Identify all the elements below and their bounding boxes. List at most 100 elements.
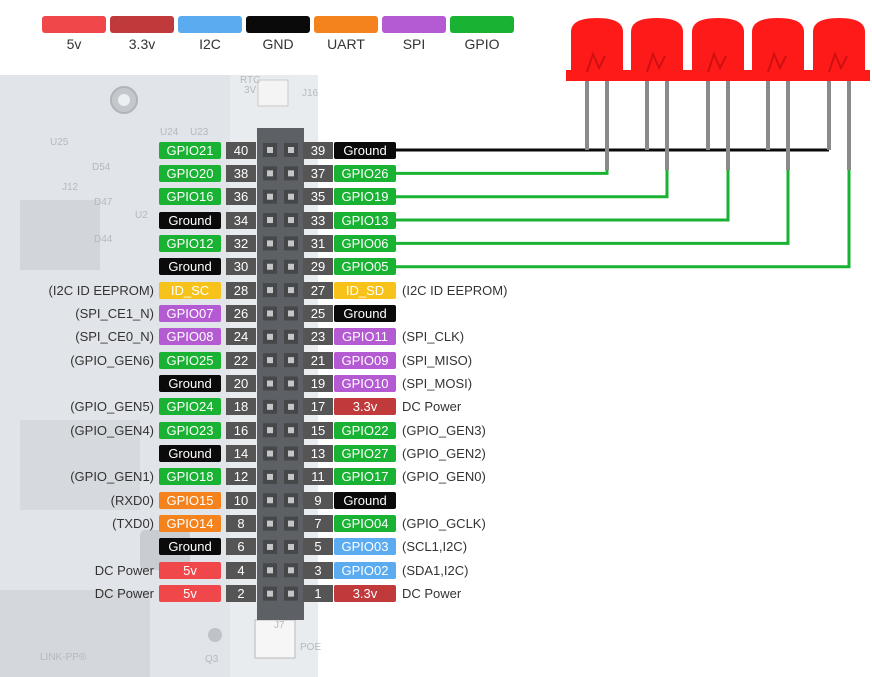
header-pin — [267, 287, 273, 294]
header-pin — [267, 427, 273, 434]
left-pin-function: (TXD0) — [112, 516, 154, 532]
led — [626, 18, 688, 170]
led — [747, 18, 809, 170]
header-pin — [267, 450, 273, 457]
left-pin-number: 18 — [226, 398, 256, 416]
led-die — [828, 51, 848, 73]
header-pin — [288, 310, 294, 317]
right-pin-function: (SPI_MOSI) — [402, 376, 473, 391]
led-rim — [566, 70, 628, 81]
silkscreen-label: J12 — [62, 182, 79, 193]
header-pin — [288, 357, 294, 364]
legend-label: GND — [262, 36, 294, 52]
right-pin-function: (GPIO_GCLK) — [402, 516, 486, 532]
led-rim — [687, 70, 749, 81]
led-rim — [747, 70, 809, 81]
right-pin-number: 17 — [303, 398, 333, 416]
poe-connector — [254, 619, 296, 659]
right-pin-number: 33 — [303, 211, 333, 229]
left-pin-label: 5v — [159, 561, 221, 579]
header-pin — [288, 520, 294, 527]
legend-swatch — [246, 16, 310, 33]
legend-swatch — [450, 16, 514, 33]
mount-hole — [208, 628, 222, 642]
header-pin — [267, 217, 273, 224]
legend-label: 5v — [66, 36, 82, 52]
right-pin-function: (GPIO_GEN2) — [402, 446, 486, 462]
header-pin — [267, 473, 273, 480]
header-pin — [288, 240, 294, 247]
header-pin — [288, 567, 294, 574]
connector-block — [0, 590, 150, 677]
right-pin-number: 25 — [303, 304, 333, 322]
led-die — [767, 51, 787, 73]
silkscreen-label: U2 — [135, 210, 148, 221]
right-pin-function: (SDA1,I2C) — [402, 562, 469, 578]
silkscreen-label: D54 — [92, 162, 111, 173]
right-pin-label: 3.3v — [334, 585, 396, 603]
left-pin-number: 28 — [226, 281, 256, 299]
header-pin — [267, 590, 273, 597]
left-pin-function: (I2C ID EEPROM) — [48, 282, 154, 298]
header-pin — [267, 520, 273, 527]
right-pin-label: Ground — [334, 304, 396, 322]
led-die — [586, 51, 606, 73]
left-pin-label: GPIO07 — [159, 304, 221, 322]
led-leg-anode — [585, 80, 589, 150]
right-pin-label: GPIO26 — [334, 164, 396, 182]
legend-swatch — [42, 16, 106, 33]
legend-swatch — [314, 16, 378, 33]
silkscreen-label: J16 — [302, 88, 319, 99]
signal-wire — [396, 170, 851, 269]
header-pin — [288, 543, 294, 550]
led-leg-anode — [766, 80, 770, 150]
left-pin-label: GPIO18 — [159, 468, 221, 486]
left-pin-number: 32 — [226, 234, 256, 252]
right-pin-number: 37 — [303, 164, 333, 182]
left-pin-label: Ground — [159, 258, 221, 276]
right-pin-number: 7 — [303, 515, 333, 533]
left-pin-number: 8 — [226, 515, 256, 533]
legend-swatch — [178, 16, 242, 33]
left-pin-label: GPIO25 — [159, 351, 221, 369]
led-rim — [808, 70, 870, 81]
header-pin — [288, 497, 294, 504]
left-pin-number: 10 — [226, 491, 256, 509]
left-pin-function: (RXD0) — [110, 492, 154, 508]
left-pin-function: (SPI_CE1_N) — [75, 305, 154, 321]
left-pin-number: 4 — [226, 561, 256, 579]
right-pin-number: 5 — [303, 538, 333, 556]
right-pin-number: 9 — [303, 491, 333, 509]
legend-label: UART — [327, 36, 365, 52]
right-pin-function: (SPI_CLK) — [402, 329, 465, 345]
right-pin-label: GPIO06 — [334, 234, 396, 252]
header-pin — [267, 567, 273, 574]
left-pin-number: 12 — [226, 468, 256, 486]
right-pin-label: ID_SD — [334, 281, 396, 299]
gpio-header — [257, 128, 304, 620]
left-pin-number: 22 — [226, 351, 256, 369]
right-pin-label: GPIO11 — [334, 328, 396, 346]
header-pin — [288, 147, 294, 153]
legend-item: SPI — [382, 16, 446, 52]
right-pin-label: GPIO03 — [334, 538, 396, 556]
silkscreen-label: J7 — [274, 620, 285, 631]
left-pin-number: 30 — [226, 258, 256, 276]
led — [687, 18, 749, 170]
right-pin-function: DC Power — [402, 586, 462, 602]
right-pin-number: 15 — [303, 421, 333, 439]
led-leg-cathode — [726, 80, 730, 170]
right-pin-label: GPIO02 — [334, 561, 396, 579]
led-leg-anode — [706, 80, 710, 150]
right-pin-number: 23 — [303, 328, 333, 346]
left-pin-label: GPIO20 — [159, 164, 221, 182]
header-pin — [288, 287, 294, 294]
left-pin-label: GPIO12 — [159, 234, 221, 252]
silkscreen-label: D44 — [94, 234, 113, 245]
silkscreen-label: RTC — [240, 75, 260, 86]
right-pin-function: (GPIO_GEN3) — [402, 422, 486, 438]
chip-block — [20, 200, 100, 270]
header-pin — [288, 263, 294, 270]
right-pin-function: (I2C ID EEPROM) — [402, 282, 508, 298]
right-pin-number: 31 — [303, 234, 333, 252]
